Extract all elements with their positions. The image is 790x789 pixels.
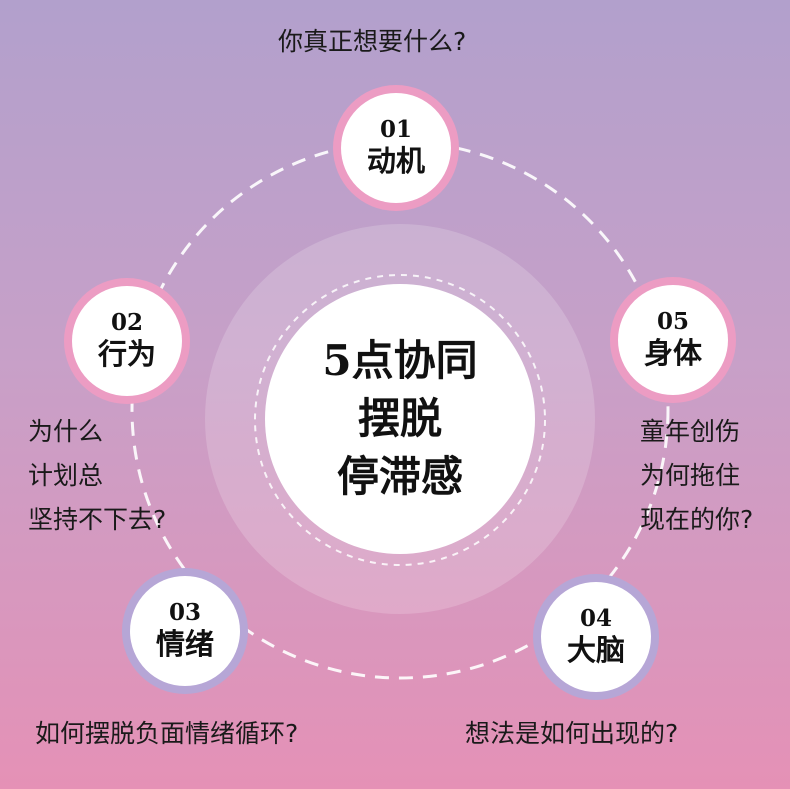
node-01-label: 动机 (366, 144, 425, 178)
node-02-label: 行为 (97, 337, 156, 371)
node-03-emotion: 03 情绪 (130, 576, 240, 686)
node-01-number: 01 (379, 116, 412, 143)
node-01-motivation: 01 动机 (341, 93, 451, 203)
node-05-number: 05 (656, 308, 689, 335)
node-04-caption: 想法是如何出现的? (465, 719, 679, 748)
node-04-label: 大脑 (566, 633, 625, 667)
node-05-caption: 童年创伤 为何拖住 现在的你? (640, 417, 754, 534)
node-04-brain: 04 大脑 (541, 582, 651, 692)
node-03-label: 情绪 (155, 627, 214, 661)
center-line-3: 停滞感 (336, 452, 463, 501)
center-line-1: 5点协同 (322, 336, 478, 385)
outer-dashed-circle (130, 140, 670, 680)
node-03-number: 03 (168, 599, 201, 626)
node-05-body: 05 身体 (618, 285, 728, 395)
node-02-caption: 为什么 计划总 坚持不下去? (28, 417, 167, 534)
center-disc: 5点协同 摆脱 停滞感 (265, 284, 535, 554)
node-03-caption: 如何摆脱负面情绪循环? (35, 719, 299, 748)
node-02-number: 02 (110, 309, 143, 336)
node-04-number: 04 (579, 605, 612, 632)
center-line-2: 摆脱 (357, 394, 442, 443)
node-02-behavior: 02 行为 (72, 286, 182, 396)
node-01-caption: 你真正想要什么? (278, 27, 467, 56)
node-05-label: 身体 (643, 336, 702, 370)
inner-dashed-circle (254, 274, 546, 566)
